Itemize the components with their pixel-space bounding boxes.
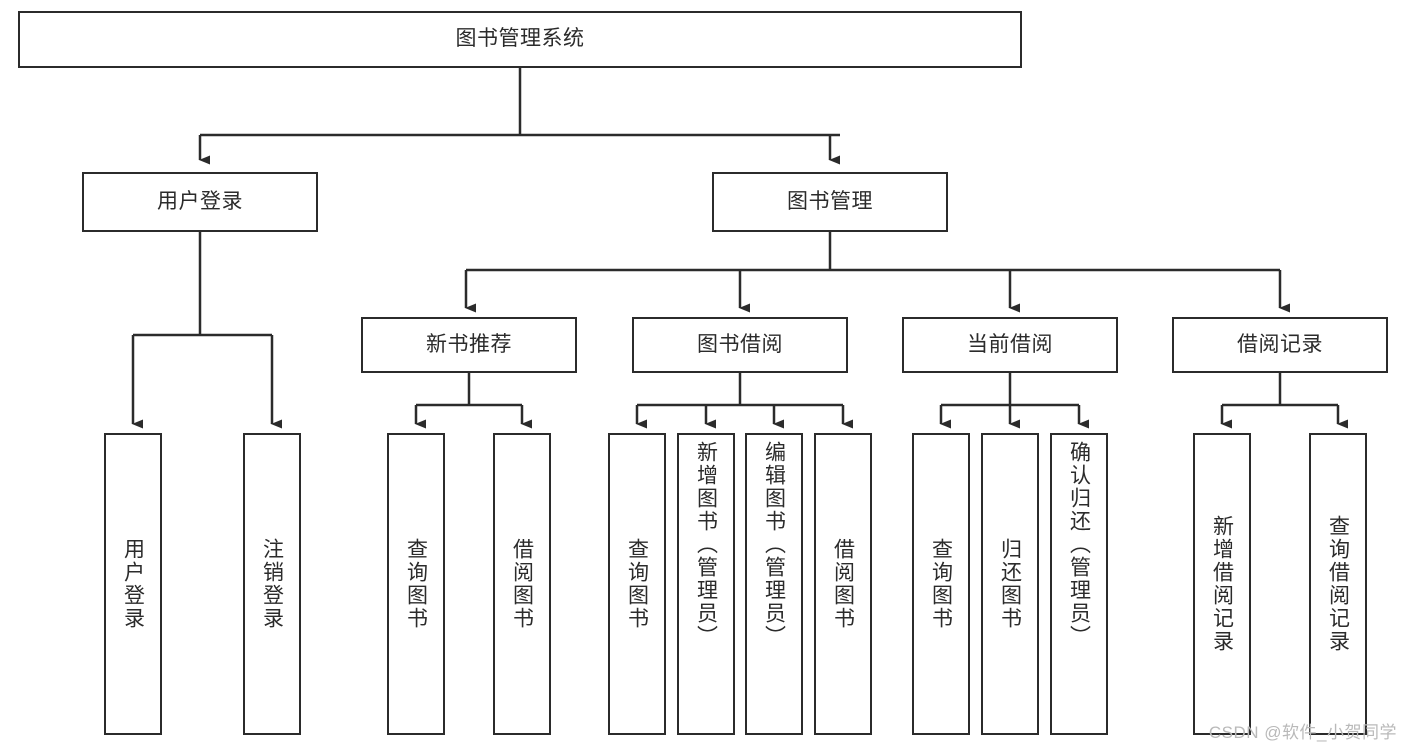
node-label: 查询图书 xyxy=(625,538,649,630)
node-root-book-management-system[interactable]: 图书管理系统 xyxy=(18,11,1022,68)
node-label: 查询借阅记录 xyxy=(1326,515,1350,653)
node-label: 注销登录 xyxy=(260,538,284,630)
node-label: 新增图书（管理员） xyxy=(694,441,718,648)
leaf-borrow-record-query-record[interactable]: 查询借阅记录 xyxy=(1309,433,1367,735)
leaf-book-borrow-query-book[interactable]: 查询图书 xyxy=(608,433,666,735)
node-user-login[interactable]: 用户登录 xyxy=(82,172,318,232)
node-label: 用户登录 xyxy=(121,538,145,630)
node-label: 归还图书 xyxy=(998,538,1022,630)
leaf-borrow-record-add-record[interactable]: 新增借阅记录 xyxy=(1193,433,1251,735)
node-label: 借阅记录 xyxy=(1237,332,1323,356)
node-borrow-record[interactable]: 借阅记录 xyxy=(1172,317,1388,373)
leaf-user-login-login[interactable]: 用户登录 xyxy=(104,433,162,735)
node-new-book-recommend[interactable]: 新书推荐 xyxy=(361,317,577,373)
node-label: 新增借阅记录 xyxy=(1210,515,1234,653)
csdn-watermark: CSDN @软件_小贺同学 xyxy=(1208,723,1397,742)
leaf-new-book-borrow-book[interactable]: 借阅图书 xyxy=(493,433,551,735)
node-book-borrow[interactable]: 图书借阅 xyxy=(632,317,848,373)
node-label: 借阅图书 xyxy=(831,538,855,630)
node-label: 图书借阅 xyxy=(697,332,783,356)
node-label: 当前借阅 xyxy=(967,332,1053,356)
node-label: 确认归还（管理员） xyxy=(1067,441,1091,648)
leaf-current-borrow-query-book[interactable]: 查询图书 xyxy=(912,433,970,735)
node-label: 图书管理系统 xyxy=(455,27,585,51)
leaf-current-borrow-return-book[interactable]: 归还图书 xyxy=(981,433,1039,735)
node-book-management[interactable]: 图书管理 xyxy=(712,172,948,232)
leaf-user-login-logout[interactable]: 注销登录 xyxy=(243,433,301,735)
leaf-book-borrow-edit-book-admin[interactable]: 编辑图书（管理员） xyxy=(745,433,803,735)
node-label: 图书管理 xyxy=(787,189,873,213)
node-label: 查询图书 xyxy=(404,538,428,630)
leaf-book-borrow-add-book-admin[interactable]: 新增图书（管理员） xyxy=(677,433,735,735)
leaf-new-book-query-book[interactable]: 查询图书 xyxy=(387,433,445,735)
node-label: 用户登录 xyxy=(157,189,243,213)
node-label: 借阅图书 xyxy=(510,538,534,630)
leaf-current-borrow-confirm-return-admin[interactable]: 确认归还（管理员） xyxy=(1050,433,1108,735)
node-label: 编辑图书（管理员） xyxy=(762,441,786,648)
leaf-book-borrow-borrow-book[interactable]: 借阅图书 xyxy=(814,433,872,735)
node-label: 查询图书 xyxy=(929,538,953,630)
node-current-borrow[interactable]: 当前借阅 xyxy=(902,317,1118,373)
node-label: 新书推荐 xyxy=(426,332,512,356)
